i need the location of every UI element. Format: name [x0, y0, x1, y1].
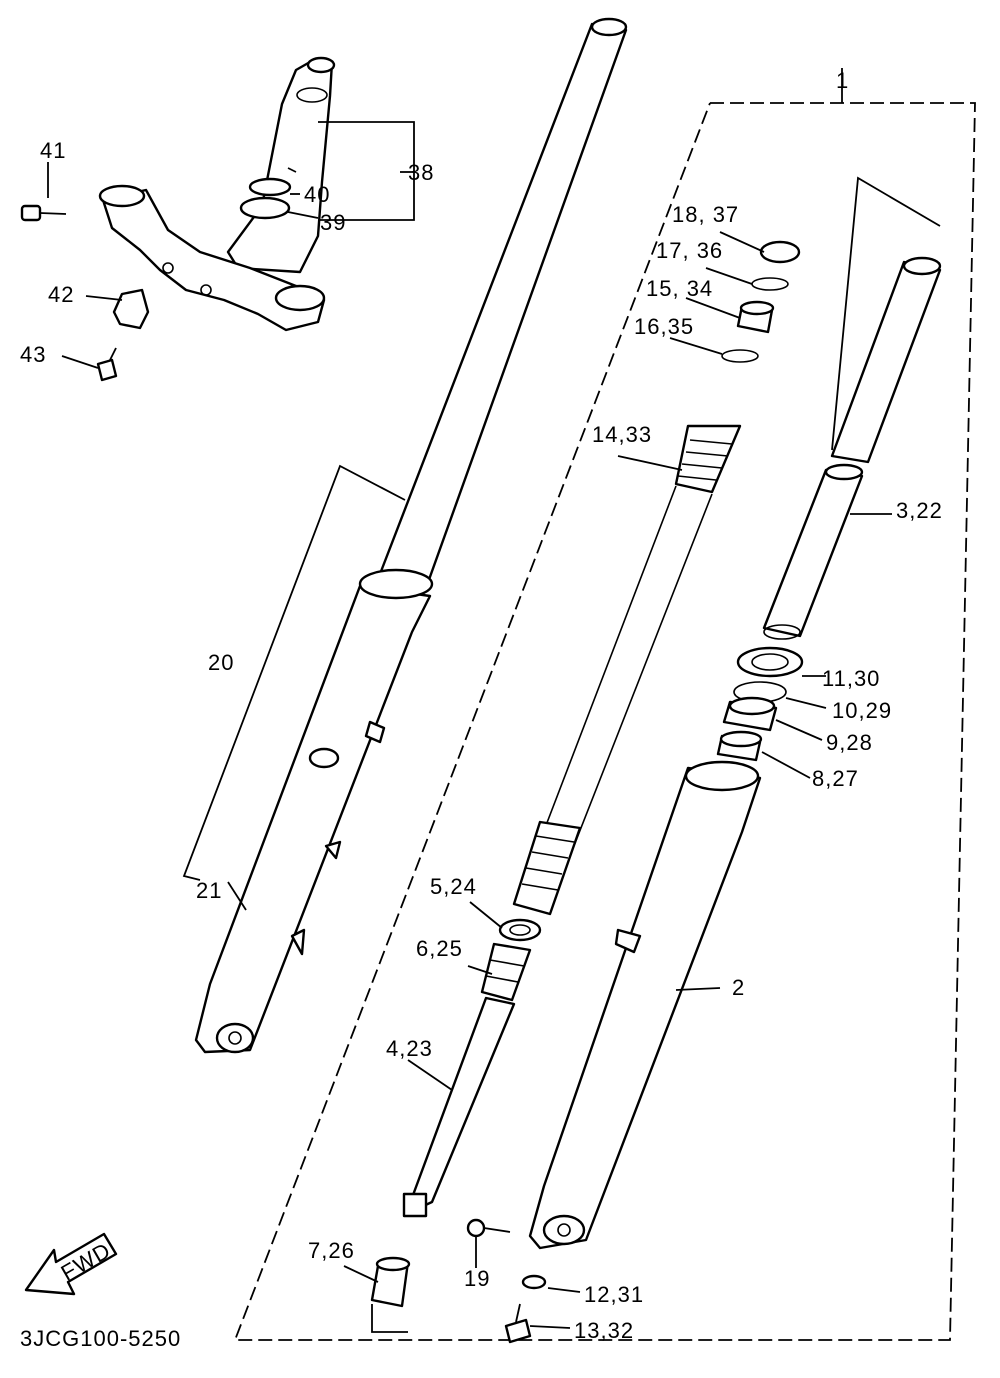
inner-tube-assy [830, 256, 942, 464]
fwd-arrow-icon [24, 1232, 118, 1296]
o-ring-17-36 [751, 277, 789, 291]
label-39: 39 [320, 210, 346, 235]
label-18-37: 18, 37 [672, 202, 739, 227]
label-11-30: 11,30 [822, 666, 880, 691]
bracket-38 [318, 121, 415, 221]
fork-spring-upper [674, 424, 742, 494]
oil-lock-piece-7-26 [370, 1256, 411, 1308]
bolt-41 [20, 204, 67, 222]
label-13-32: 13,32 [574, 1318, 634, 1343]
label-41: 41 [40, 138, 66, 163]
rebound-spring-6-25 [480, 942, 532, 1002]
label-2: 2 [732, 975, 745, 1000]
label-8-27: 8,27 [812, 766, 859, 791]
bolt-43 [96, 347, 118, 382]
label-17-36: 17, 36 [656, 238, 723, 263]
drain-bolt-13-32 [504, 1303, 532, 1344]
damper-rod-4-23 [402, 996, 516, 1218]
fork-spring-lower [512, 820, 582, 916]
dust-seal-11-30 [736, 646, 804, 678]
label-5-24: 5,24 [430, 874, 477, 899]
label-43: 43 [20, 342, 46, 367]
diagram-code: 3JCG100-5250 [20, 1326, 181, 1351]
label-4-23: 4,23 [386, 1036, 433, 1061]
label-3-22: 3,22 [896, 498, 943, 523]
bracket-1-tube [831, 176, 941, 451]
washer-8-27 [716, 730, 763, 762]
label-15-34: 15, 34 [646, 276, 713, 301]
label-9-28: 9,28 [826, 730, 873, 755]
label-21: 21 [196, 878, 222, 903]
steering-stem [226, 56, 336, 274]
label-14-33: 14,33 [592, 422, 652, 447]
label-38: 38 [408, 160, 434, 185]
clamp-42 [112, 288, 150, 330]
label-1: 1 [836, 68, 849, 93]
label-42: 42 [48, 282, 74, 307]
label-40: 40 [304, 182, 330, 207]
outer-tube-2 [528, 760, 762, 1250]
label-7-26: 7,26 [308, 1238, 355, 1263]
label-12-31: 12,31 [584, 1282, 644, 1307]
washer-12-31 [521, 1274, 547, 1290]
inner-tube [378, 17, 628, 590]
cap-bolt-15-34 [736, 300, 775, 334]
label-10-29: 10,29 [832, 698, 892, 723]
under-bracket [98, 184, 326, 332]
o-ring-16-35 [721, 349, 759, 363]
oil-seal-9-28 [722, 696, 778, 732]
label-6-25: 6,25 [416, 936, 463, 961]
label-19: 19 [464, 1266, 490, 1291]
label-20: 20 [208, 650, 234, 675]
washer-5-24 [498, 918, 542, 942]
bolt-19 [466, 1218, 511, 1238]
bracket-20-21 [182, 464, 406, 881]
cap-18-37 [759, 240, 801, 264]
assembly-boundary [233, 68, 976, 1341]
outer-tube [194, 568, 434, 1054]
spacer-3-22 [762, 463, 864, 640]
label-16-35: 16,35 [634, 314, 694, 339]
